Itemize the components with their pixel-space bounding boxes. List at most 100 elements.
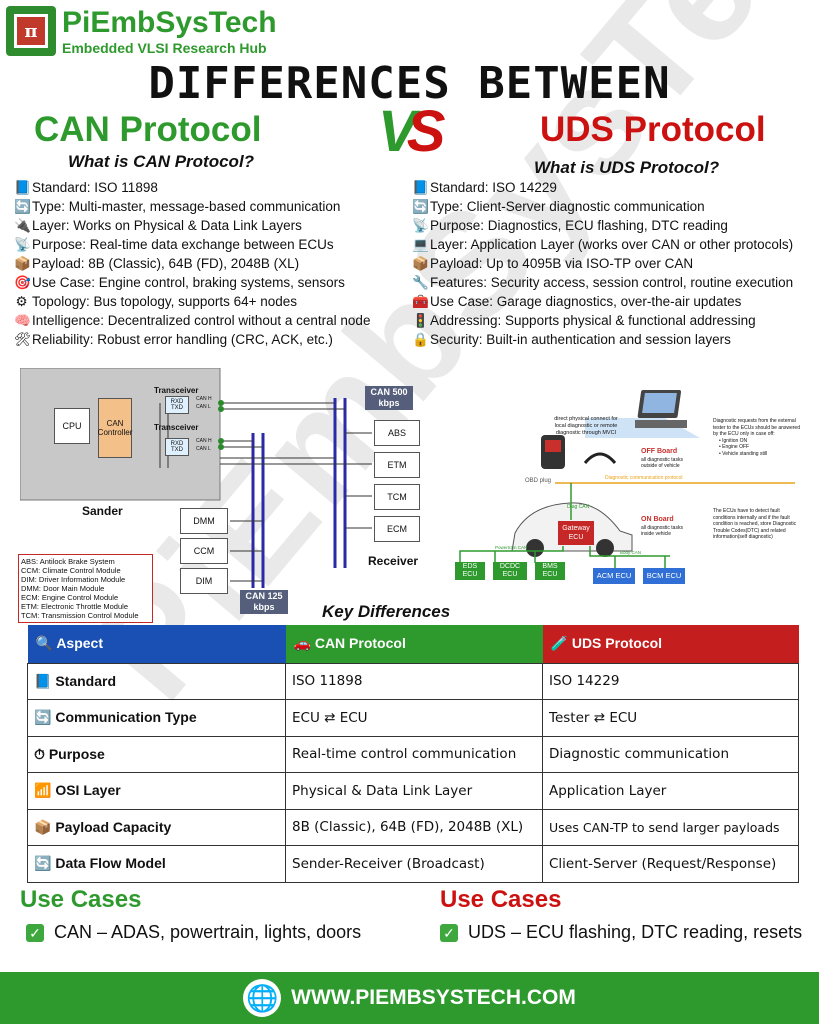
can-l-label: CAN L [196, 404, 211, 410]
brand-name[interactable]: PiEmbSysTech [62, 6, 277, 39]
traffic-light-icon: 🚦 [412, 313, 429, 328]
diag-protocol-label: Diagnostic communication protocol [605, 475, 683, 481]
bus-500-label: CAN 500 kbps [365, 386, 413, 410]
list-item: 🔄Type: Client-Server diagnostic communic… [412, 199, 705, 214]
refresh-icon: 🔄 [14, 199, 31, 214]
off-board-desc: all diagnostic tasks outside of vehicle [641, 457, 683, 469]
list-item: 🧠Intelligence: Decentralized control wit… [14, 313, 371, 328]
list-item: 🔄Type: Multi-master, message-based commu… [14, 199, 341, 214]
uds-feature-list: 📘Standard: ISO 14229 🔄Type: Client-Serve… [412, 178, 793, 349]
uds-heading: UDS Protocol [540, 110, 766, 149]
list-item: ⚙Topology: Bus topology, supports 64+ no… [15, 294, 298, 309]
powertrain-can-label: Powertrain CAN [495, 545, 528, 550]
can-cell: Real-time control communication [285, 735, 543, 773]
can-cell: Physical & Data Link Layer [285, 772, 543, 810]
sander-label: Sander [82, 504, 123, 518]
node-etm: ETM [374, 452, 420, 478]
can-cell: 8B (Classic), 64B (FD), 2048B (XL) [285, 808, 543, 846]
wrench-icon: 🔧 [412, 275, 429, 290]
brand-logo[interactable]: π [6, 6, 56, 56]
list-item: 📦Payload: Up to 4095B via ISO-TP over CA… [412, 256, 694, 271]
website-link[interactable]: WWW.PIEMBSYSTECH.COM [291, 986, 576, 1009]
laptop-icon: 💻 [412, 237, 429, 252]
refresh-icon: 🔄 [34, 709, 52, 726]
table-row: 🔄 Data Flow Model Sender-Receiver (Broad… [27, 845, 799, 883]
uds-cell: Uses CAN-TP to send larger payloads [542, 808, 799, 846]
toolbox-icon: 🧰 [412, 294, 429, 309]
refresh-icon: 🔄 [34, 855, 52, 872]
satellite-icon: 📡 [14, 237, 31, 252]
checkmark-icon: ✓ [26, 924, 44, 943]
on-board-desc: all diagnostic tasks inside vehicle [641, 525, 683, 537]
page-title: DIFFERENCES BETWEEN [148, 58, 671, 109]
list-item: 🚦Addressing: Supports physical & functio… [412, 313, 756, 328]
can-heading: CAN Protocol [34, 110, 262, 149]
uds-cell: Diagnostic communication [542, 735, 799, 773]
checkmark-icon: ✓ [440, 924, 458, 943]
off-board-label: OFF Board [641, 448, 678, 455]
node-ecm: ECM [374, 516, 420, 542]
uds-use-cases-text: ✓UDS – ECU flashing, DTC reading, resets [440, 922, 802, 943]
lock-icon: 🔒 [412, 332, 429, 347]
aspect-cell: ⏱ Purpose [27, 735, 286, 773]
can-cell: ECU ⇄ ECU [285, 699, 543, 737]
transceiver-label: Transceiver [154, 386, 199, 395]
fault-note: The ECUs have to detect fault conditions… [713, 508, 797, 540]
can-h-label: CAN H [196, 438, 212, 444]
package-icon: 📦 [412, 256, 429, 271]
request-note: Diagnostic requests from the external te… [713, 418, 800, 457]
can-h-label: CAN H [196, 396, 212, 402]
header-can: 🚗 CAN Protocol [285, 625, 543, 663]
list-item: 🛠Reliability: Robust error handling (CRC… [14, 332, 333, 347]
node-abs: ABS [374, 420, 420, 446]
ecu-acm: ACM ECU [593, 568, 635, 584]
receiver-label: Receiver [368, 554, 419, 568]
aspect-cell: 🔄 Data Flow Model [27, 845, 286, 883]
table-row: ⏱ Purpose Real-time control communicatio… [27, 735, 799, 773]
table-row: 📘 Standard ISO 11898 ISO 14229 [27, 662, 799, 700]
refresh-icon: 🔄 [412, 199, 429, 214]
book-icon: 📘 [14, 180, 31, 195]
key-differences-title: Key Differences [322, 602, 451, 621]
body-can-label: Body CAN [620, 550, 642, 555]
brand-tagline: Embedded VLSI Research Hub [62, 40, 267, 56]
ecu-dcdc: DCDC ECU [493, 562, 527, 580]
uds-wiring [459, 390, 795, 568]
list-item: 🔧Features: Security access, session cont… [412, 275, 794, 290]
uds-cell: ISO 14229 [542, 662, 799, 700]
can-controller-block: CAN Controller [98, 398, 132, 458]
node-dmm: DMM [180, 508, 228, 534]
can-cell: Sender-Receiver (Broadcast) [285, 845, 543, 883]
uds-use-cases-title: Use Cases [440, 886, 562, 913]
footer: 🌐 WWW.PIEMBSYSTECH.COM [0, 972, 819, 1024]
list-item: 🔒Security: Built-in authentication and s… [412, 332, 731, 347]
table-row: 🔄 Communication Type ECU ⇄ ECU Tester ⇄ … [27, 699, 799, 737]
can-feature-list: 📘Standard: ISO 11898 🔄Type: Multi-master… [14, 178, 370, 349]
node-ccm: CCM [180, 538, 228, 564]
list-item: 🔌Layer: Works on Physical & Data Link La… [14, 218, 302, 233]
tools-icon: 🛠 [14, 332, 32, 347]
vs-badge: VS [378, 99, 445, 164]
header-aspect: 🔍 Aspect [27, 625, 286, 663]
can-l-label: CAN L [196, 446, 211, 452]
brain-icon: 🧠 [14, 313, 31, 328]
book-icon: 📘 [412, 180, 429, 195]
list-item: 📘Standard: ISO 14229 [412, 180, 557, 195]
can-use-cases-text: ✓CAN – ADAS, powertrain, lights, doors [26, 922, 361, 943]
node-dim: DIM [180, 568, 228, 594]
list-item: 📡Purpose: Diagnostics, ECU flashing, DTC… [412, 218, 728, 233]
connect-note: direct physical connect for local diagno… [554, 416, 618, 436]
table-row: 📦 Payload Capacity 8B (Classic), 64B (FD… [27, 808, 799, 846]
header-uds: 🧪 UDS Protocol [542, 625, 799, 663]
search-icon: 🔍 [35, 635, 53, 652]
comparison-table: 🔍 Aspect 🚗 CAN Protocol 🧪 UDS Protocol 📘… [27, 625, 799, 883]
uds-question: What is UDS Protocol? [534, 158, 720, 177]
ecu-eds: EDS ECU [455, 562, 485, 580]
ecu-bcm: BCM ECU [643, 568, 685, 584]
uds-cell: Application Layer [542, 772, 799, 810]
cpu-block: CPU [54, 408, 90, 444]
stopwatch-icon: ⏱ [34, 745, 45, 762]
can-cell: ISO 11898 [285, 662, 543, 700]
